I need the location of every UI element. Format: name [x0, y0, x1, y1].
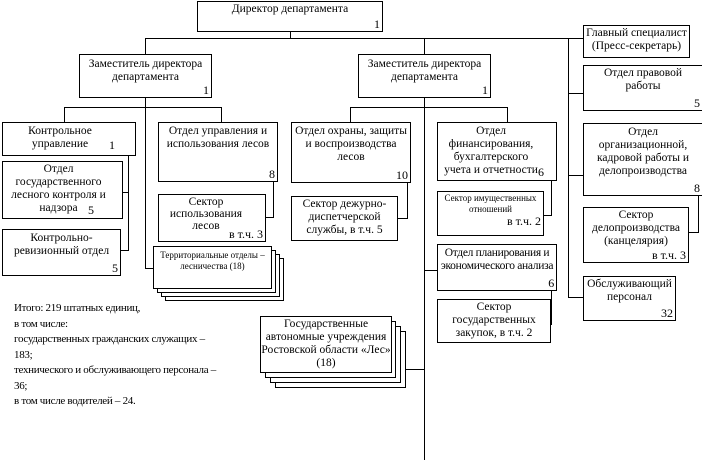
finance-department-box: Отдел финансирования, бухгалтерского уче…	[437, 122, 557, 181]
connector	[568, 93, 583, 94]
box-title: Территориальные отделы – лесничества (18…	[160, 250, 265, 271]
service-staff-box: Обслуживающий персонал 32	[583, 276, 676, 321]
staff-count: 1	[109, 138, 115, 152]
box-title: Директор департамента	[231, 3, 349, 15]
box-title: Сектор государственных закупок, в т.ч. 2	[452, 301, 536, 339]
connector	[568, 297, 583, 298]
summary-line: технического и обслуживающего персонала …	[14, 364, 216, 376]
box-title: Отдел управления и использования лесов	[166, 125, 270, 150]
connector	[568, 175, 583, 176]
box-title: Заместитель директора департамента	[367, 58, 482, 83]
connector	[407, 182, 408, 219]
connector	[424, 97, 425, 460]
connector	[145, 38, 146, 54]
box-title: Государственные автономные учреждения Ро…	[261, 318, 391, 369]
connector	[543, 215, 552, 216]
territorial-departments-box: Территориальные отделы – лесничества (18…	[153, 246, 272, 289]
legal-department-box: Отдел правовой работы 5	[583, 65, 702, 111]
connector	[405, 369, 424, 370]
staff-count: 1	[482, 83, 488, 97]
box-title: Заместитель директора департамента	[88, 58, 203, 83]
connector	[350, 107, 351, 122]
connector	[265, 217, 274, 218]
dispatch-sector-box: Сектор дежурно-диспетчерской службы, в т…	[291, 196, 398, 241]
connector	[688, 232, 699, 233]
connector	[507, 107, 508, 122]
box-title: Отдел организационной, кадровой работы и…	[596, 126, 690, 177]
box-title: Отдел государственного лесного контроля …	[11, 163, 106, 214]
connector	[698, 195, 699, 233]
director-box: Директор департамента 1	[197, 1, 383, 32]
connector	[551, 180, 552, 216]
connector	[64, 107, 222, 108]
box-title: Отдел планирования и экономического анал…	[440, 247, 554, 272]
box-title: Контрольно-ревизионный отдел	[13, 232, 110, 257]
staff-count: 5	[112, 261, 118, 275]
connector	[120, 250, 129, 251]
connector	[145, 97, 146, 268]
box-title: Отдел финансирования, бухгалтерского уче…	[444, 125, 538, 176]
summary-line: Итого: 219 штатных единиц,	[14, 302, 141, 314]
summary-line: 36;	[14, 379, 28, 392]
box-title: Обслуживающий персонал	[587, 278, 672, 303]
connector	[221, 107, 222, 122]
connector	[424, 270, 437, 271]
summary-line: в том числе:	[14, 317, 68, 330]
staff-count: 6	[548, 276, 554, 290]
box-title: Сектор имущественных отношений	[444, 193, 537, 214]
connector	[145, 38, 583, 39]
connector	[290, 31, 291, 38]
state-forest-control-box: Отдел государственного лесного контроля …	[2, 161, 123, 219]
autonomous-institutions-box: Государственные автономные учреждения Ро…	[260, 316, 392, 373]
org-department-box: Отдел организационной, кадровой работы и…	[583, 123, 702, 196]
box-title: Сектор дежурно-диспетчерской службы, в т…	[302, 198, 387, 236]
box-title: Отдел охраны, защиты и воспроизводства л…	[295, 125, 407, 163]
control-department-box: Контрольное управление 1	[2, 122, 136, 156]
box-title: Сектор использования лесов	[169, 196, 243, 232]
forest-management-box: Отдел управления и использования лесов 8	[158, 122, 278, 182]
connector	[122, 192, 129, 193]
connector	[145, 268, 153, 269]
staff-count: 1	[374, 17, 380, 31]
box-title: Сектор делопроизводства (канцелярия)	[592, 209, 680, 247]
chief-specialist-box: Главный специалист (Пресс-секретарь)	[583, 25, 690, 58]
staff-count: 8	[269, 167, 275, 181]
procurement-sector-box: Сектор государственных закупок, в т.ч. 2	[437, 299, 551, 343]
connector	[350, 107, 507, 108]
forest-protection-box: Отдел охраны, защиты и воспроизводства л…	[291, 122, 411, 183]
office-sector-box: Сектор делопроизводства (канцелярия)в т.…	[583, 207, 689, 263]
connector	[568, 38, 569, 298]
staff-count: 32	[661, 306, 673, 320]
connector	[551, 290, 552, 325]
connector	[273, 181, 274, 218]
staff-count: в т.ч. 3	[228, 227, 263, 241]
staff-count: 8	[694, 181, 700, 195]
box-title: Главный специалист (Пресс-секретарь)	[586, 27, 687, 52]
box-title: Контрольное управление	[28, 125, 92, 150]
staff-count: 5	[88, 203, 94, 217]
connector	[397, 218, 408, 219]
planning-department-box: Отдел планирования и экономического анал…	[437, 244, 557, 291]
connector	[64, 107, 65, 122]
staff-count: в т.ч. 3	[651, 248, 686, 262]
staff-count: 1	[203, 83, 209, 97]
staff-count: 6	[538, 165, 544, 179]
summary-line: в том числе водителей – 24.	[14, 395, 136, 407]
staff-count: 5	[694, 96, 700, 110]
staff-count: 10	[396, 168, 408, 182]
connector	[550, 324, 552, 325]
staff-count: в т.ч. 2	[506, 214, 541, 228]
connector	[424, 38, 425, 54]
box-title: Отдел правовой работы	[603, 67, 683, 92]
summary-line: государственных гражданских служащих –	[14, 333, 205, 345]
staff-summary: Итого: 219 штатных единиц, в том числе: …	[14, 301, 216, 410]
connector	[128, 155, 129, 251]
summary-line: 183;	[14, 348, 33, 361]
